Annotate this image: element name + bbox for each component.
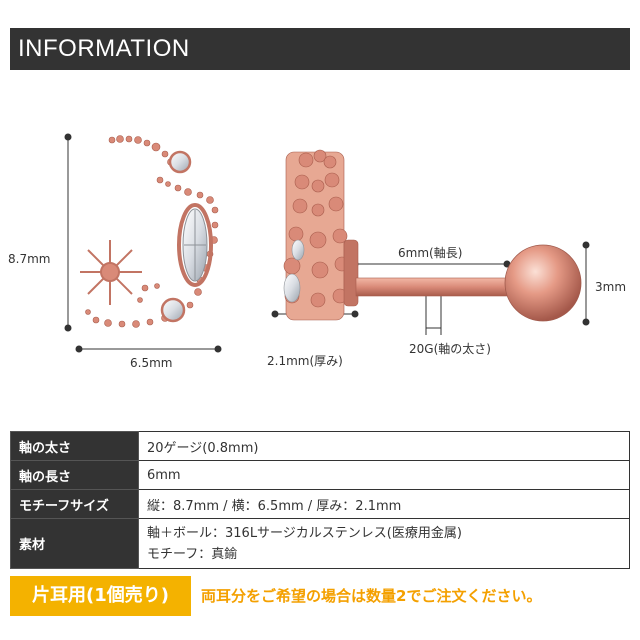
product-illustration <box>64 133 590 353</box>
section-title: INFORMATION <box>18 35 190 62</box>
gauge-label: 20G(軸の太さ) <box>409 342 491 356</box>
width-dimension <box>75 345 222 353</box>
spec-table: 軸の太さ 20ゲージ(0.8mm) 軸の長さ 6mm モチーフサイズ 縦：8.7… <box>10 431 630 569</box>
footer-notice: 片耳用(1個売り) 両耳分をご希望の場合は数量2でご注文ください。 <box>10 576 630 616</box>
shaft-length-label: 6mm(軸長) <box>398 246 463 260</box>
spec-value: 縦：8.7mm / 横：6.5mm / 厚み：2.1mm <box>138 489 630 519</box>
shaft <box>355 277 517 297</box>
order-notice: 両耳分をご希望の場合は数量2でご注文ください。 <box>201 587 542 605</box>
star-burst <box>80 240 142 305</box>
spec-key: 素材 <box>10 518 139 569</box>
table-row: 軸の太さ 20ゲージ(0.8mm) <box>10 431 630 461</box>
spec-key: モチーフサイズ <box>10 489 139 519</box>
height-dimension <box>64 133 72 332</box>
thickness-label: 2.1mm(厚み) <box>267 354 343 368</box>
table-row: モチーフサイズ 縦：8.7mm / 横：6.5mm / 厚み：2.1mm <box>10 489 630 519</box>
ball-size-label: 3mm <box>595 280 627 294</box>
spec-key: 軸の長さ <box>10 460 139 490</box>
single-ear-badge: 片耳用(1個売り) <box>10 576 191 616</box>
width-label: 6.5mm <box>130 356 173 370</box>
table-row: 素材 軸＋ボール：316Lサージカルステンレス(医療用金属) モチーフ：真鍮 <box>10 518 630 569</box>
section-header: INFORMATION <box>10 28 630 70</box>
gems <box>160 150 208 323</box>
motif-side-view <box>283 149 359 321</box>
table-row: 軸の長さ 6mm <box>10 460 630 490</box>
ball-dimension <box>582 241 590 326</box>
spec-value: 軸＋ボール：316Lサージカルステンレス(医療用金属) モチーフ：真鍮 <box>138 518 630 569</box>
shaft-length-dimension <box>351 260 511 268</box>
product-diagram: 8.7mm 6.5mm 2.1mm(厚み) 6mm(軸長) 20G(軸の太さ) … <box>0 100 640 390</box>
spec-value: 6mm <box>138 460 630 490</box>
ball <box>504 244 582 322</box>
height-label: 8.7mm <box>8 252 51 266</box>
spec-value: 20ゲージ(0.8mm) <box>138 431 630 461</box>
spec-value-line: モチーフ：真鍮 <box>147 546 238 562</box>
spec-key: 軸の太さ <box>10 431 139 461</box>
spec-value-line: 軸＋ボール：316Lサージカルステンレス(医療用金属) <box>147 525 462 541</box>
